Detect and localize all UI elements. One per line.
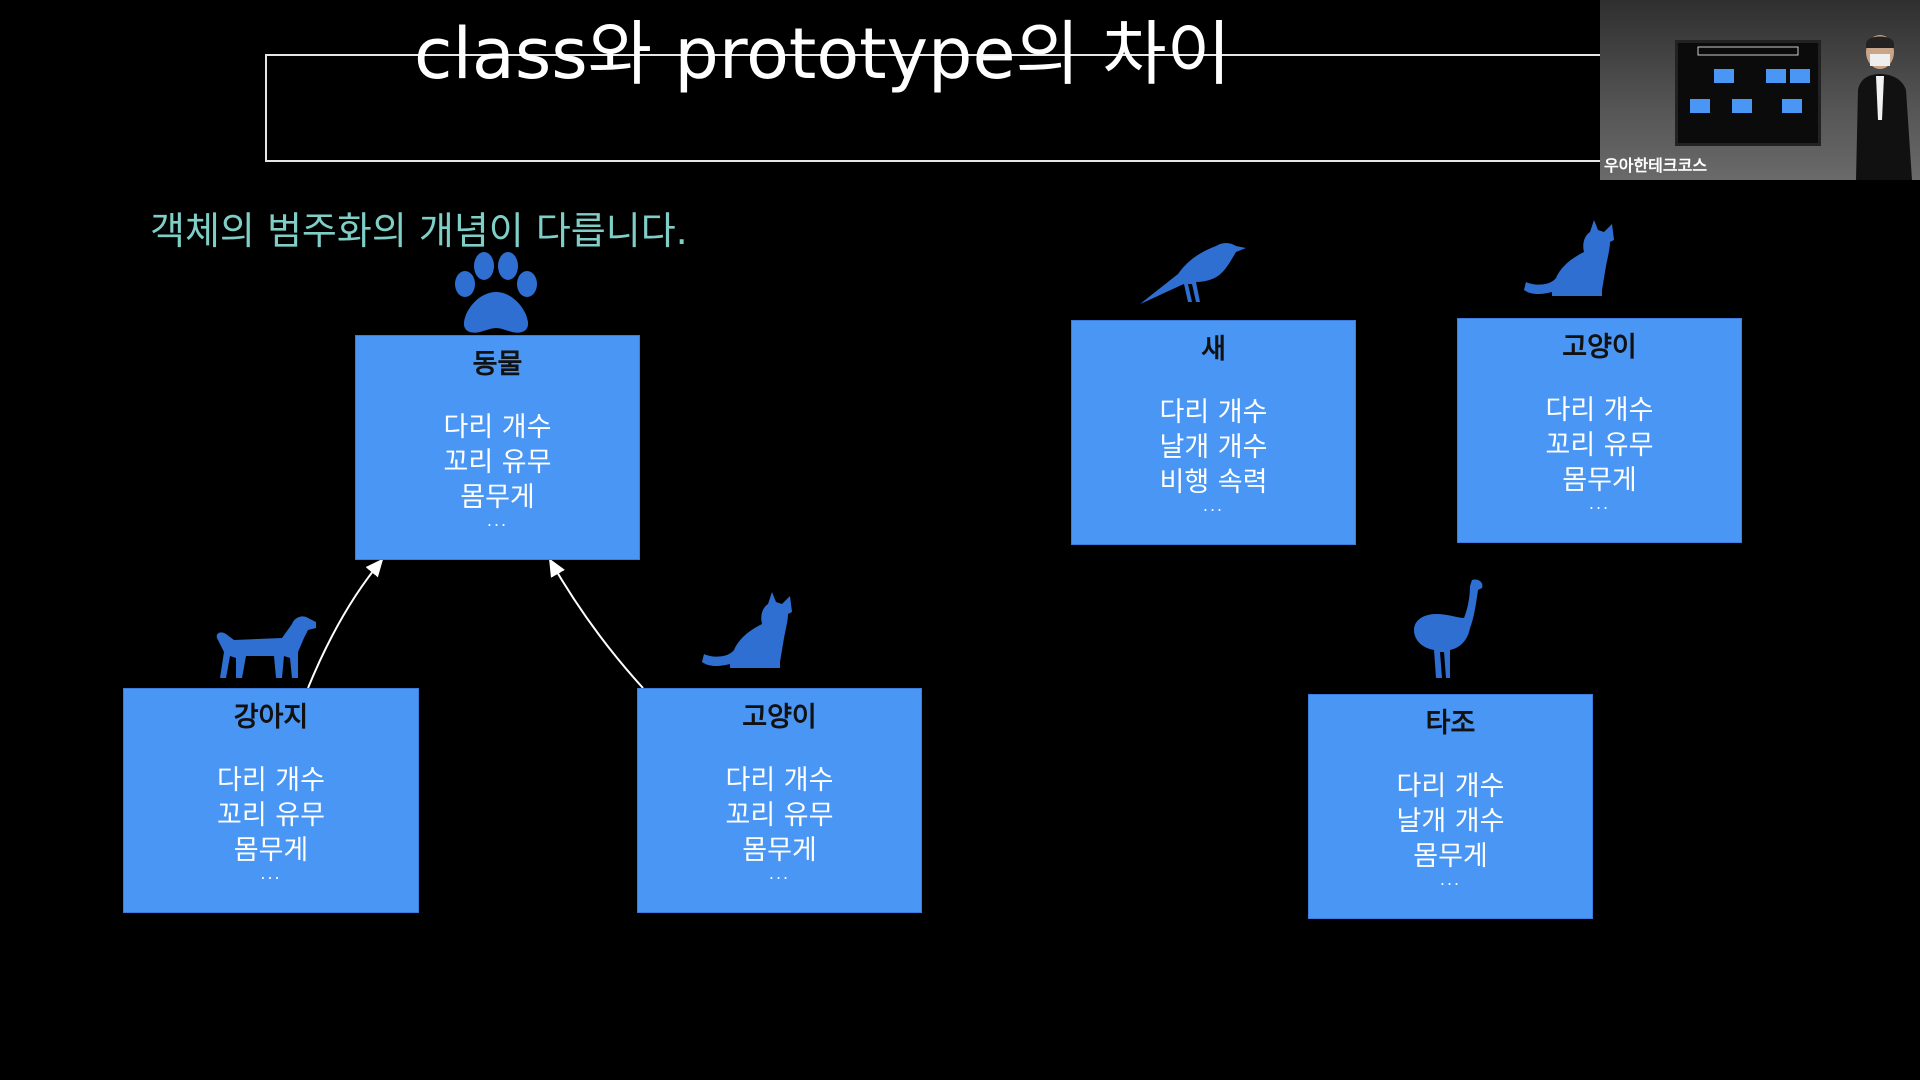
class-box-cat: 고양이 다리 개수 꼬리 유무 몸무게 ... xyxy=(637,688,922,913)
attr-item: 날개 개수 xyxy=(1159,432,1268,463)
class-box-animal: 동물 다리 개수 꼬리 유무 몸무게 ... xyxy=(355,335,640,560)
ellipsis: ... xyxy=(1588,494,1611,513)
webcam-caption: 우아한테크코스 xyxy=(1604,156,1708,175)
ostrich-icon xyxy=(1414,579,1483,678)
attr-item: 몸무게 xyxy=(742,835,817,866)
ellipsis: ... xyxy=(486,511,509,530)
attr-item: 꼬리 유무 xyxy=(725,800,834,831)
slide-title: class와 prototype의 차이 xyxy=(413,13,1232,95)
cat-icon-2 xyxy=(1524,220,1614,296)
class-box-dog: 강아지 다리 개수 꼬리 유무 몸무게 ... xyxy=(123,688,419,913)
box-name: 고양이 xyxy=(1562,332,1637,363)
box-name: 새 xyxy=(1201,334,1226,365)
attr-item: 몸무게 xyxy=(460,482,535,513)
attr-item: 꼬리 유무 xyxy=(1545,430,1654,461)
arrow-cat-to-animal xyxy=(549,558,644,689)
attr-item: 다리 개수 xyxy=(1396,771,1505,802)
attr-item: 몸무게 xyxy=(233,835,309,866)
paw-icon xyxy=(455,252,537,333)
prototype-box-cat: 고양이 다리 개수 꼬리 유무 몸무게 ... xyxy=(1457,318,1742,543)
presenter-figure xyxy=(1856,35,1912,180)
box-name: 강아지 xyxy=(233,702,309,733)
attr-item: 다리 개수 xyxy=(217,765,325,796)
attr-item: 날개 개수 xyxy=(1396,806,1505,837)
attr-item: 다리 개수 xyxy=(443,412,552,443)
box-name: 동물 xyxy=(472,349,523,380)
attr-item: 몸무게 xyxy=(1562,465,1637,496)
attr-item: 다리 개수 xyxy=(725,765,834,796)
ellipsis: ... xyxy=(1202,496,1225,515)
dog-icon xyxy=(216,616,316,678)
box-name: 타조 xyxy=(1425,708,1476,739)
ellipsis: ... xyxy=(260,864,282,883)
prototype-box-bird: 새 다리 개수 날개 개수 비행 속력 ... xyxy=(1071,320,1356,545)
cat-icon xyxy=(702,592,792,668)
attr-item: 다리 개수 xyxy=(1159,397,1268,428)
ellipsis: ... xyxy=(1439,870,1462,889)
ellipsis: ... xyxy=(768,864,791,883)
webcam-slide-thumbnail xyxy=(1690,46,1810,113)
box-name: 고양이 xyxy=(742,702,817,733)
attr-item: 몸무게 xyxy=(1413,841,1488,872)
attr-item: 꼬리 유무 xyxy=(443,447,552,478)
webcam-presentation-screen xyxy=(1675,40,1821,146)
attr-item: 비행 속력 xyxy=(1159,467,1268,498)
prototype-box-ostrich: 타조 다리 개수 날개 개수 몸무게 ... xyxy=(1308,694,1593,919)
attr-item: 꼬리 유무 xyxy=(217,800,325,831)
webcam-overlay: 우아한테크코스 xyxy=(1600,0,1920,180)
attr-item: 다리 개수 xyxy=(1545,395,1654,426)
bird-icon xyxy=(1140,243,1246,304)
slide-subtitle: 객체의 범주화의 개념이 다릅니다. xyxy=(150,209,688,253)
